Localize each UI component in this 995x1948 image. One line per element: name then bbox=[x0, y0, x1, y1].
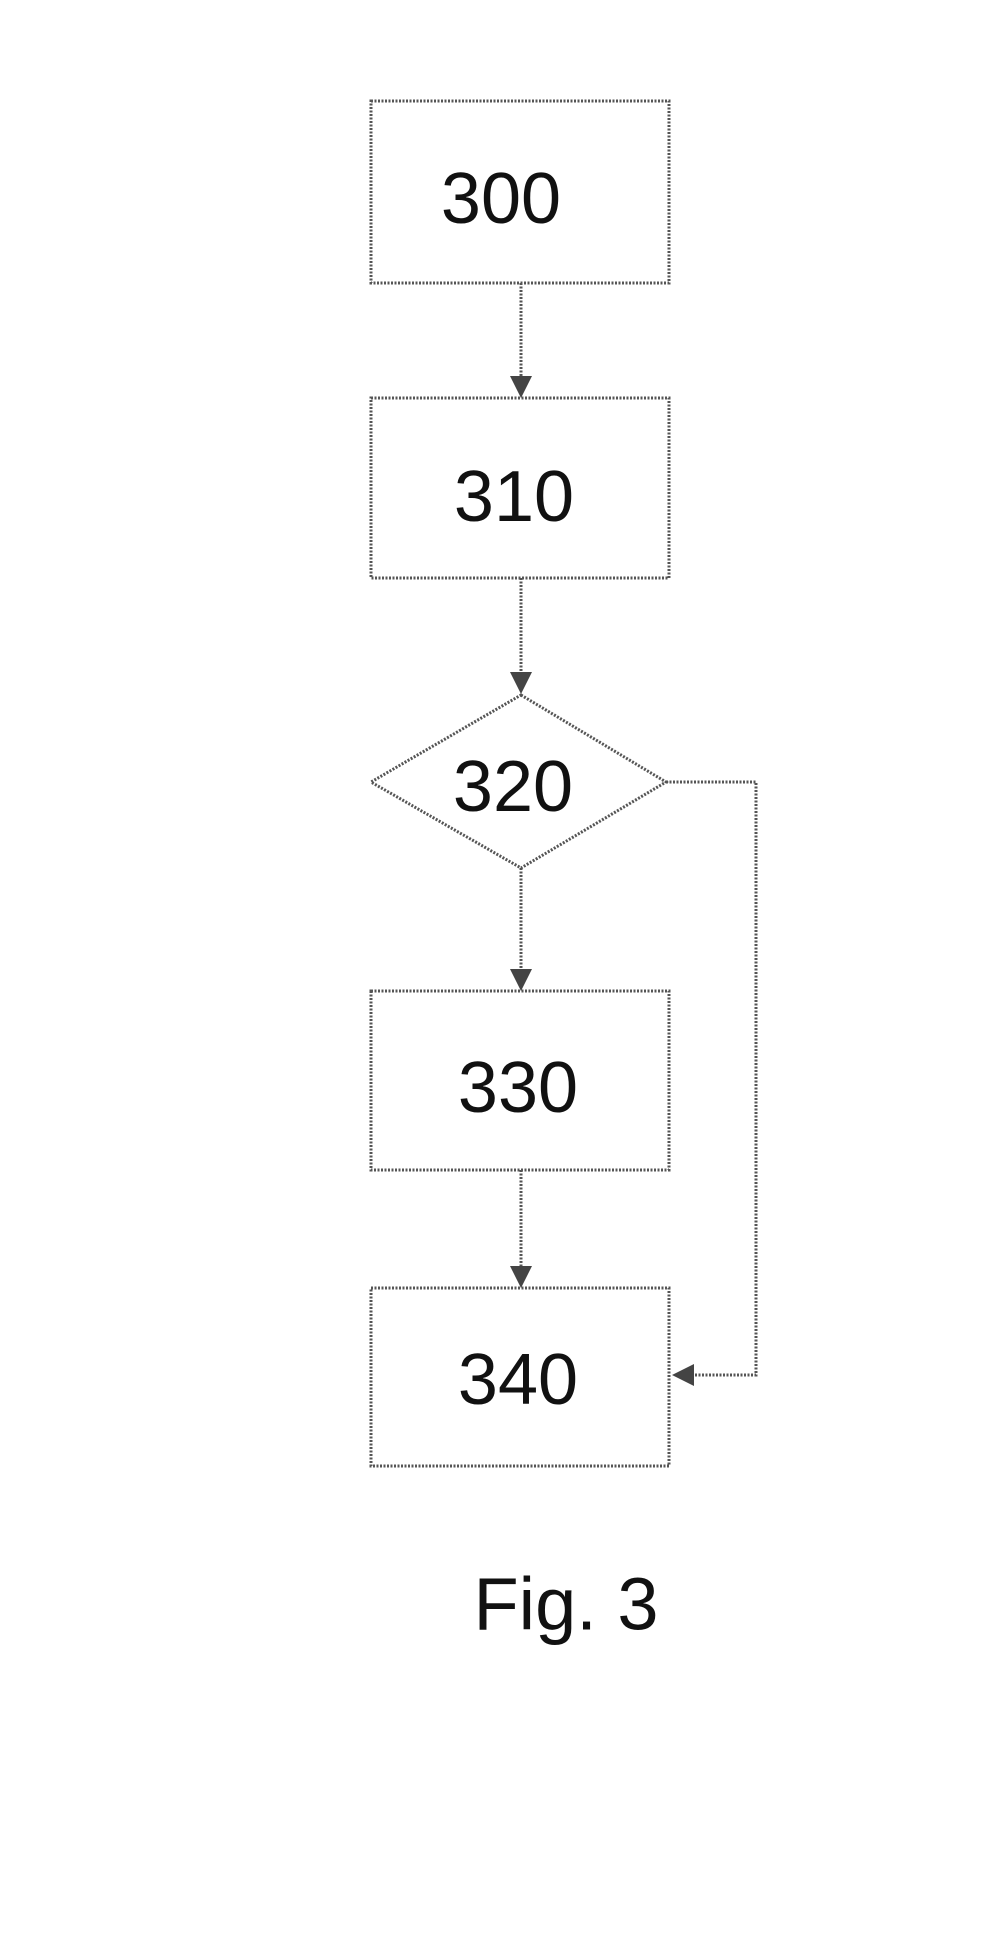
edges bbox=[510, 283, 758, 1386]
node-310-box bbox=[369, 396, 671, 580]
edge-320-to-340-bypass bbox=[666, 780, 758, 1377]
node-340-box bbox=[369, 1286, 671, 1468]
node-300-label: 300 bbox=[441, 159, 561, 239]
arrow-head-340 bbox=[510, 1266, 532, 1288]
figure-caption: Fig. 3 bbox=[473, 1563, 658, 1646]
arrow-head-320 bbox=[510, 672, 532, 694]
node-300: 300 bbox=[369, 99, 671, 285]
node-320-label: 320 bbox=[453, 747, 573, 827]
node-310-label: 310 bbox=[454, 457, 574, 537]
arrow-head-330 bbox=[510, 969, 532, 991]
node-300-box bbox=[369, 99, 671, 285]
arrow-head-340-bypass bbox=[672, 1364, 694, 1386]
node-330-box bbox=[369, 989, 671, 1172]
node-330: 330 bbox=[369, 989, 671, 1172]
node-340: 340 bbox=[369, 1286, 671, 1468]
arrow-head-310 bbox=[510, 376, 532, 398]
node-320-diamond bbox=[367, 693, 669, 870]
node-340-label: 340 bbox=[458, 1340, 578, 1420]
node-320: 320 bbox=[367, 693, 669, 870]
node-330-label: 330 bbox=[458, 1048, 578, 1128]
node-310: 310 bbox=[369, 396, 671, 580]
